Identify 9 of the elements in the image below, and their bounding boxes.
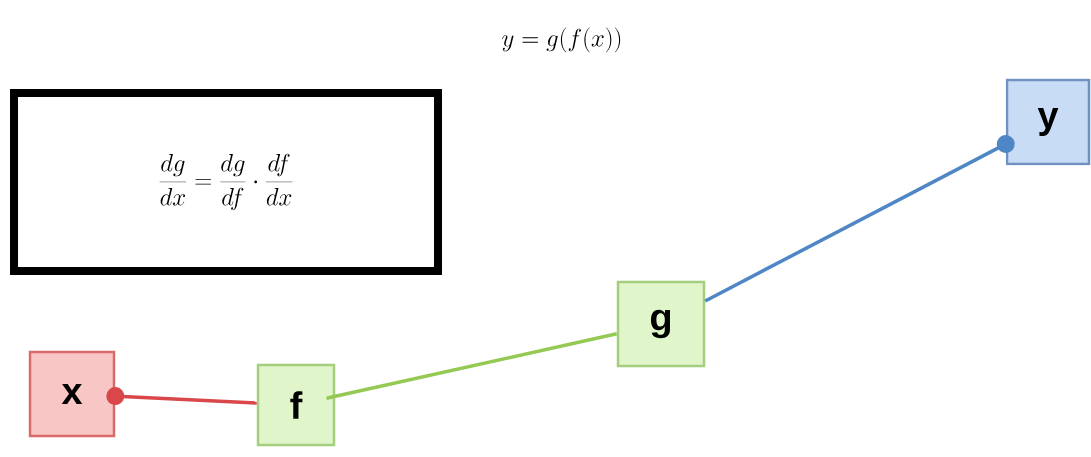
variable-box: y [1005, 78, 1091, 166]
boxed-formula: $\frac{dg}{dx} = \frac{dg}{df} \cdot \frac{df}{dx}$ [10, 89, 442, 275]
connector-line [326, 332, 618, 400]
variable-box: x [28, 350, 116, 438]
variable-box: f [256, 363, 336, 447]
title-formula: $y = g(f(x))$ [502, 27, 621, 53]
variable-box: g [616, 280, 706, 368]
connector-line [106, 387, 257, 406]
connector-line [704, 135, 1015, 303]
